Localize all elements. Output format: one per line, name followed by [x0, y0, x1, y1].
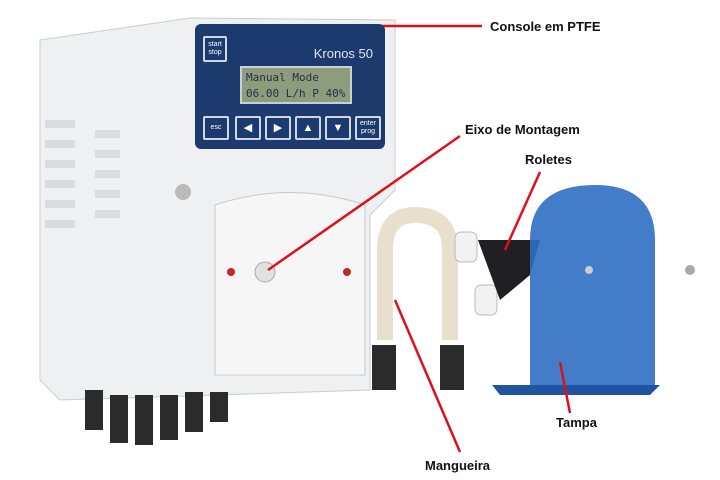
right-button[interactable]: ▶: [265, 116, 291, 140]
cable-glands: [85, 390, 228, 445]
cover-screw: [685, 265, 695, 275]
label-mangueira: Mangueira: [425, 458, 491, 473]
label-roletes: Roletes: [525, 152, 572, 167]
esc-button[interactable]: esc: [203, 116, 229, 140]
label-console: Console em PTFE: [490, 19, 601, 34]
left-button[interactable]: ◀: [235, 116, 261, 140]
mounting-shaft: [254, 261, 276, 283]
label-tampa: Tampa: [556, 415, 597, 430]
stop-label: stop: [208, 49, 222, 56]
rollers: [454, 231, 540, 316]
down-button[interactable]: ▼: [325, 116, 351, 140]
vent-slots: [45, 120, 120, 228]
cover: [530, 185, 655, 385]
lcd-line-1: Manual Mode: [246, 71, 319, 84]
enter-label: enter: [360, 120, 376, 127]
up-button[interactable]: ▲: [295, 116, 321, 140]
start-label: start: [208, 41, 222, 48]
label-eixo: Eixo de Montagem: [465, 122, 580, 137]
lcd-display: Manual Mode 06.00 L/h P 40%: [240, 66, 352, 104]
pump-head: [214, 192, 366, 376]
hose: [377, 206, 458, 340]
lcd-line-2: 06.00 L/h P 40%: [246, 87, 346, 100]
brand-label: Kronos 50: [313, 46, 373, 61]
prog-label: prog: [360, 128, 375, 135]
screw: [175, 184, 191, 200]
